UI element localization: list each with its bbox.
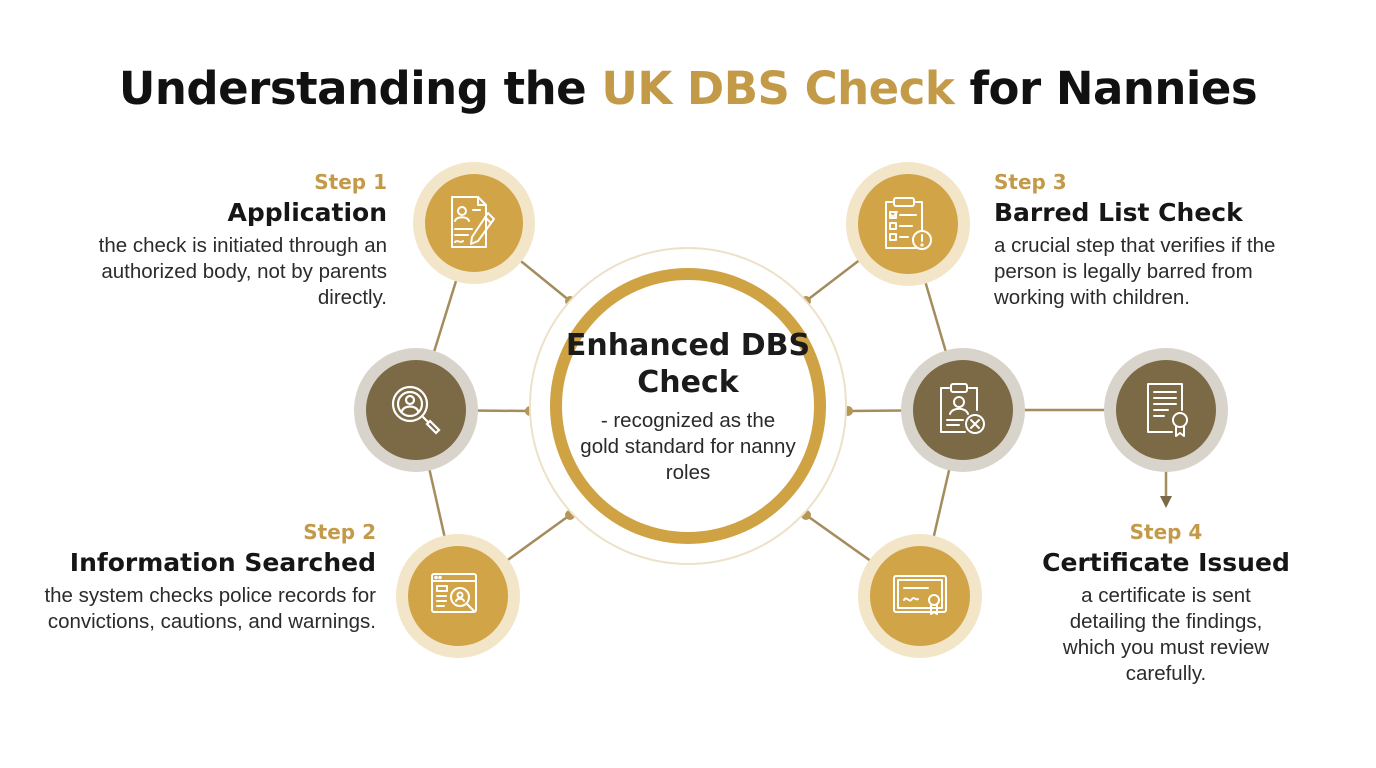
barred-person-icon <box>940 383 985 434</box>
records-search-icon <box>431 573 477 613</box>
title-suffix: for Nannies <box>954 62 1258 115</box>
step1-label: Step 1 <box>314 170 387 194</box>
title-highlight: UK DBS Check <box>601 62 955 115</box>
arrow-head <box>1160 496 1172 508</box>
hub-title: Enhanced DBS Check <box>565 328 811 400</box>
hub-ring <box>550 268 826 544</box>
barred-node <box>901 348 1025 472</box>
hub-subtitle: - recognized as the gold standard for na… <box>580 409 796 484</box>
step1-node <box>413 162 535 284</box>
step3-node <box>846 162 970 286</box>
step1-description: the check is initiated through an author… <box>98 234 387 309</box>
page-title: Understanding the UK DBS Check for Nanni… <box>0 62 1376 115</box>
step4-title: Certificate Issued <box>1042 548 1290 577</box>
step2-label: Step 2 <box>303 520 376 544</box>
search-node <box>354 348 478 472</box>
issued-certificate-icon <box>893 575 947 615</box>
step3-node-core <box>858 174 958 274</box>
step2-description: the system checks police records for con… <box>44 584 376 633</box>
step3-text: Step 3 Barred List Check a crucial step … <box>994 170 1324 311</box>
step4-node-core <box>870 546 970 646</box>
step3-title: Barred List Check <box>994 198 1243 227</box>
step3-description: a crucial step that verifies if the pers… <box>994 234 1276 309</box>
application-form-icon <box>451 196 495 248</box>
step4-description: a certificate is sent detailing the find… <box>1062 584 1270 685</box>
checklist-alert-icon <box>885 197 932 250</box>
step1-text: Step 1 Application the check is initiate… <box>57 170 387 311</box>
certificate-icon <box>1147 383 1188 437</box>
step2-text: Step 2 Information Searched the system c… <box>36 520 376 635</box>
step4-text: Step 4 Certificate Issued a certificate … <box>1036 520 1296 687</box>
step3-label: Step 3 <box>994 170 1067 194</box>
step4-node <box>858 534 982 658</box>
search-node-core <box>366 360 466 460</box>
step1-node-core <box>425 174 523 272</box>
step2-title: Information Searched <box>69 548 376 577</box>
person-search-icon <box>391 385 441 435</box>
step4-label: Step 4 <box>1129 520 1203 544</box>
step2-node <box>396 534 520 658</box>
step1-title: Application <box>227 198 387 227</box>
certificate-node <box>1104 348 1228 472</box>
title-prefix: Understanding the <box>118 62 602 115</box>
